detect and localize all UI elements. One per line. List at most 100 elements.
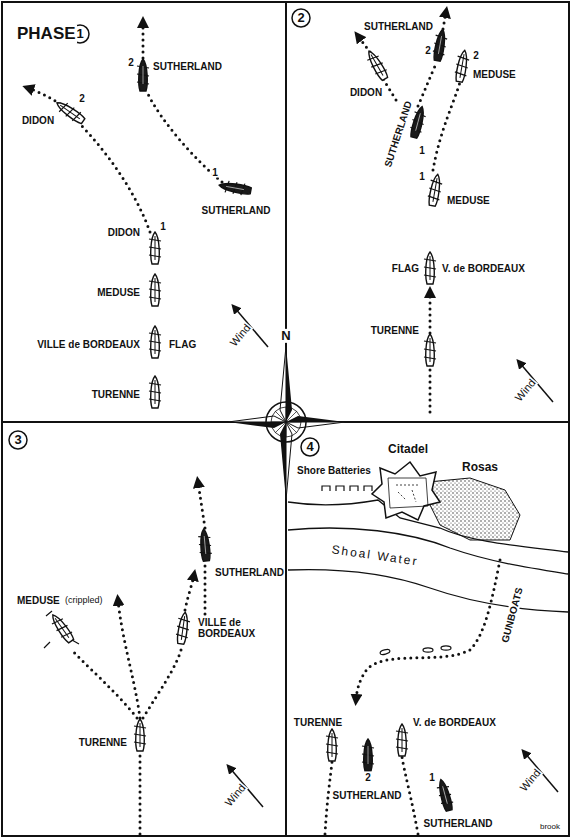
ship-symbol xyxy=(149,232,161,264)
ship-name: SUTHERLAND xyxy=(214,567,285,578)
compass-rose xyxy=(286,422,292,500)
phase-heading: PHASE xyxy=(16,25,77,44)
ship-symbol xyxy=(149,376,161,408)
unit-name: GUNBOATS xyxy=(499,585,525,644)
shore-batteries xyxy=(322,486,330,491)
ship-track xyxy=(356,560,500,700)
ship-symbol xyxy=(149,274,161,306)
position-number: 2 xyxy=(78,93,86,104)
ship-symbol xyxy=(175,611,191,644)
wind-label: Wind xyxy=(517,766,544,795)
ship-symbol xyxy=(149,326,161,358)
broken-mast xyxy=(44,611,79,648)
ship-symbol xyxy=(218,179,252,196)
ship-symbol xyxy=(453,49,470,83)
compass-rose xyxy=(228,346,345,500)
compass-rose xyxy=(286,346,292,422)
ship-name: TURENNE xyxy=(91,389,141,400)
ship-track xyxy=(185,575,194,610)
ship-symbol xyxy=(48,611,76,644)
gunboat-symbol xyxy=(380,646,451,656)
ship-name: MEDUSE xyxy=(16,595,61,606)
compass-rose xyxy=(271,407,301,437)
gunboat-symbol xyxy=(441,646,451,650)
shore-batteries xyxy=(350,486,358,491)
compass-rose xyxy=(280,422,286,500)
ship-symbol xyxy=(137,59,149,91)
shore-batteries xyxy=(322,486,372,491)
ship-track xyxy=(80,124,150,232)
phase-number: 3 xyxy=(13,433,22,447)
compass-north: N xyxy=(280,329,291,343)
ship-name: VILLE de BORDEAUX xyxy=(36,339,141,350)
ship-track xyxy=(383,78,396,100)
phase-number: 2 xyxy=(296,11,305,25)
flag-note: FLAG xyxy=(168,339,197,350)
compass-rose xyxy=(228,416,286,422)
position-number: 1 xyxy=(418,145,426,156)
shore-batteries xyxy=(336,486,344,491)
ship-symbol xyxy=(396,724,408,756)
phase-number-circle xyxy=(9,9,319,456)
compass-rose xyxy=(228,422,286,428)
coastline xyxy=(288,528,568,574)
ship-track xyxy=(358,36,370,52)
ship-track xyxy=(429,367,432,412)
ship-name: MEDUSE xyxy=(446,195,491,206)
position-number: 2 xyxy=(364,772,372,783)
position-number: 1 xyxy=(211,167,219,178)
ship-symbol xyxy=(48,28,471,812)
ship-track xyxy=(142,22,145,58)
ship-track xyxy=(198,482,205,528)
position-number: 1 xyxy=(159,221,167,232)
ship-name: SUTHERLAND xyxy=(382,99,414,170)
ship-symbol xyxy=(364,48,390,82)
compass-rose xyxy=(266,402,306,442)
ship-symbol xyxy=(424,252,436,284)
ship-name: V. de BORDEAUX xyxy=(412,717,497,728)
ship-symbol xyxy=(134,719,146,751)
artist-signature: brook xyxy=(539,823,561,832)
ship-name: SUTHERLAND xyxy=(332,790,403,801)
ship-symbol xyxy=(198,529,213,562)
ship-symbol xyxy=(326,729,338,761)
ship-symbol xyxy=(424,334,436,366)
flag-note: FLAG xyxy=(391,263,420,274)
position-number: 2 xyxy=(472,50,480,61)
ship-track xyxy=(443,12,446,29)
damage-note: (crippled) xyxy=(64,596,104,606)
ship-track xyxy=(433,82,460,170)
compass-rose xyxy=(280,346,286,422)
gunboat-symbol xyxy=(380,649,391,656)
citadel-fort xyxy=(372,462,440,520)
rosas-town xyxy=(428,478,520,540)
ship-symbol xyxy=(431,28,448,62)
ship-symbol xyxy=(362,739,374,771)
gunboat-symbol xyxy=(423,648,433,652)
ship-track xyxy=(28,12,500,834)
coastline xyxy=(288,500,568,612)
place-name: Shore Batteries xyxy=(296,465,372,476)
broken-mast xyxy=(44,611,79,648)
compass-rose xyxy=(286,416,345,422)
position-number: 2 xyxy=(424,45,432,56)
phase-number: 1 xyxy=(75,27,84,41)
phase-number-circle xyxy=(9,431,27,449)
wind-arrow xyxy=(229,307,558,807)
ship-track xyxy=(28,88,60,104)
rosas-town xyxy=(428,478,520,540)
place-name: Rosas xyxy=(461,461,499,474)
citadel-fort xyxy=(372,462,440,520)
ship-name: SUTHERLAND xyxy=(423,818,494,829)
wind-label: Wind xyxy=(512,376,539,405)
ship-name: MEDUSE xyxy=(96,287,141,298)
ship-name: V. de BORDEAUX xyxy=(441,263,526,274)
ship-name: DIDON xyxy=(349,87,383,98)
ship-name: TURENNE xyxy=(78,737,128,748)
position-number: 1 xyxy=(428,772,436,783)
phase-number-circle xyxy=(292,9,310,27)
citadel-fort xyxy=(396,485,418,502)
ship-track xyxy=(418,62,437,106)
